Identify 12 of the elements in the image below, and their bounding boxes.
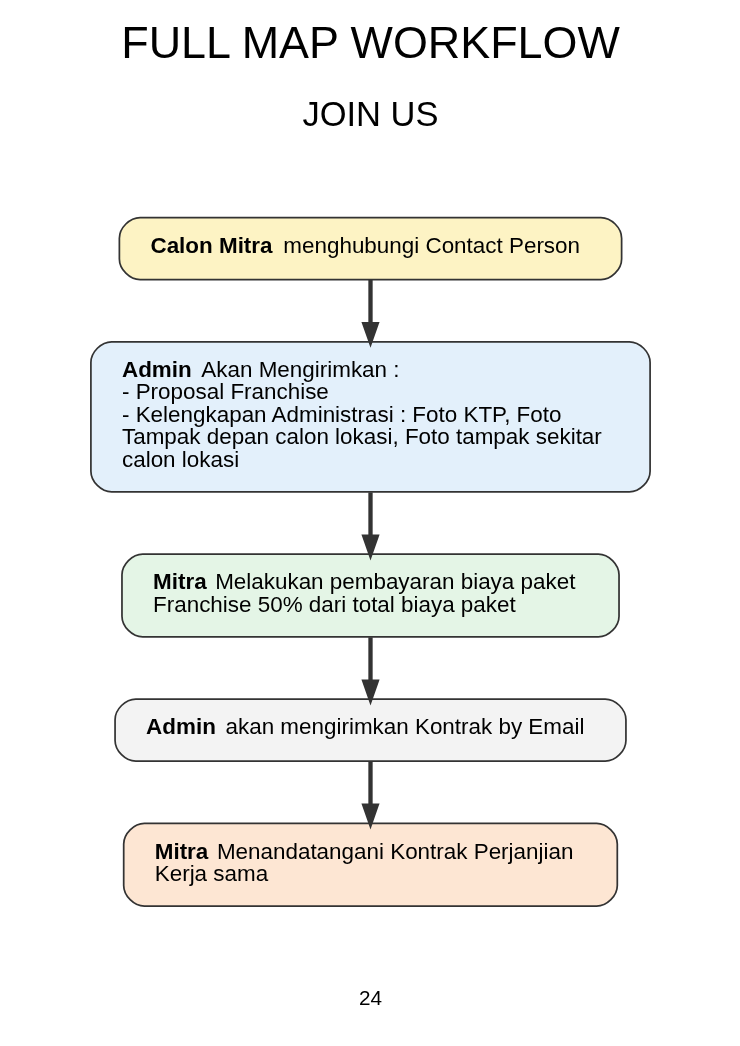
label: 24 bbox=[358, 985, 382, 1009]
node-box: Calon Mitra menghubungi Contact Person bbox=[118, 216, 622, 281]
node-box: Admin akan mengirimkan Kontrak by Email bbox=[113, 698, 627, 763]
arrow bbox=[360, 761, 380, 830]
arrow bbox=[360, 637, 380, 706]
arrow bbox=[360, 279, 380, 348]
node-box: Admin Akan Mengirimkan : - Proposal Franchise - Kelengkapan Administrasi : Foto KTP, Foto Tampak depan calon lokasi, Foto tampak sekitar calon lokasi bbox=[89, 340, 651, 493]
diagram-title: FULL MAP WORKFLOW bbox=[120, 17, 620, 69]
label: JOIN US bbox=[301, 95, 439, 134]
node-box: Mitra Melakukan pembayaran biaya paket Franchise 50% dari total biaya paket bbox=[120, 553, 620, 638]
arrow bbox=[360, 492, 380, 561]
node-box: Mitra Menandatangani Kontrak Perjanjian Kerja sama bbox=[122, 822, 618, 907]
